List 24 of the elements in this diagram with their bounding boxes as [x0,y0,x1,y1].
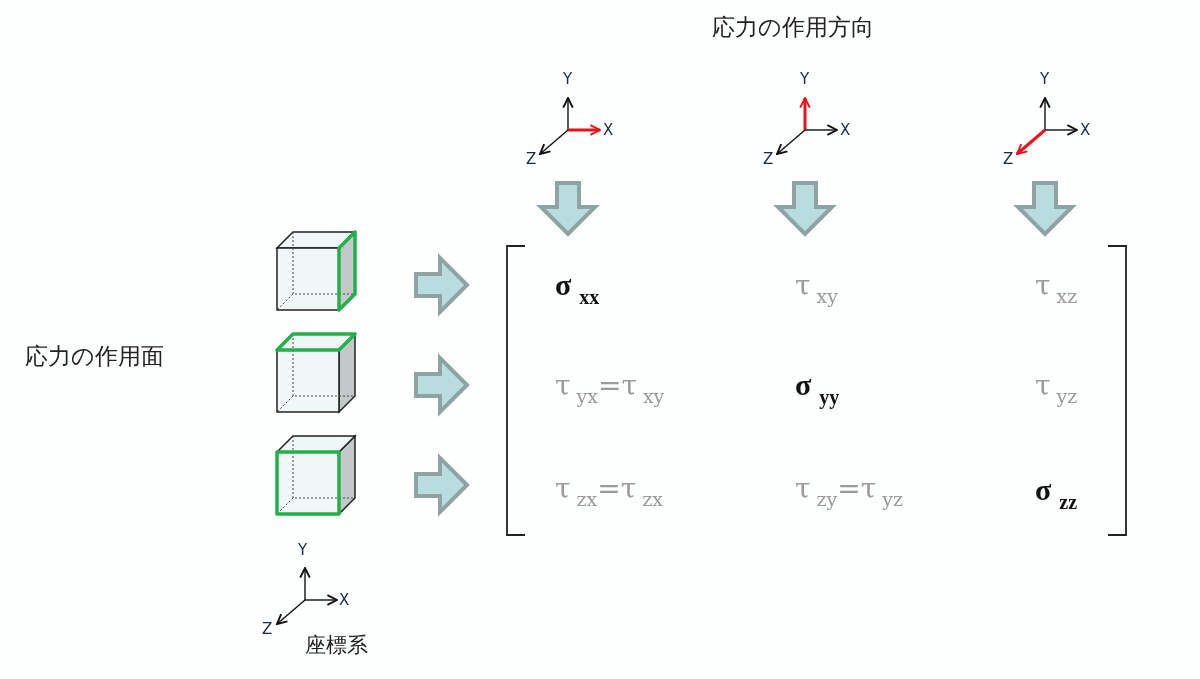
axis-letter: Y [563,72,573,87]
axis-letter: X [603,123,614,138]
matrix-entry: τ$_{yx}$=τ$_{xy}$ [555,372,665,406]
heading-text: 座標系 [305,635,368,656]
axis-letter: Z [1003,152,1014,167]
matrix-entry: τ$_{zx}$=τ$_{zx}$ [555,475,663,509]
matrix-entry: σ$_{yy}$ [795,370,840,407]
axis-letter: X [1080,123,1091,138]
axis-letter: X [840,123,851,138]
heading-text: 応力の作用面 [25,345,164,368]
heading-text: 応力の作用方向 [712,16,874,39]
axis-letter: Z [262,622,273,637]
matrix-entry: τ$_{yz}$ [1035,372,1078,406]
axis-letter: Y [800,72,810,87]
matrix-entry: τ$_{zy}$=τ$_{yz}$ [795,475,903,509]
axis-letter: Z [763,152,774,167]
matrix-entry: σ$_{xx}$ [555,270,600,307]
axis-letter: X [339,593,350,608]
matrix-entry: σ$_{zz}$ [1035,475,1078,512]
axis-letter: Y [298,543,308,558]
axis-letter: Y [1040,72,1050,87]
matrix-entry: τ$_{xy}$ [795,272,838,306]
matrix-entry: τ$_{xz}$ [1035,272,1078,306]
axis-letter: Z [526,152,537,167]
